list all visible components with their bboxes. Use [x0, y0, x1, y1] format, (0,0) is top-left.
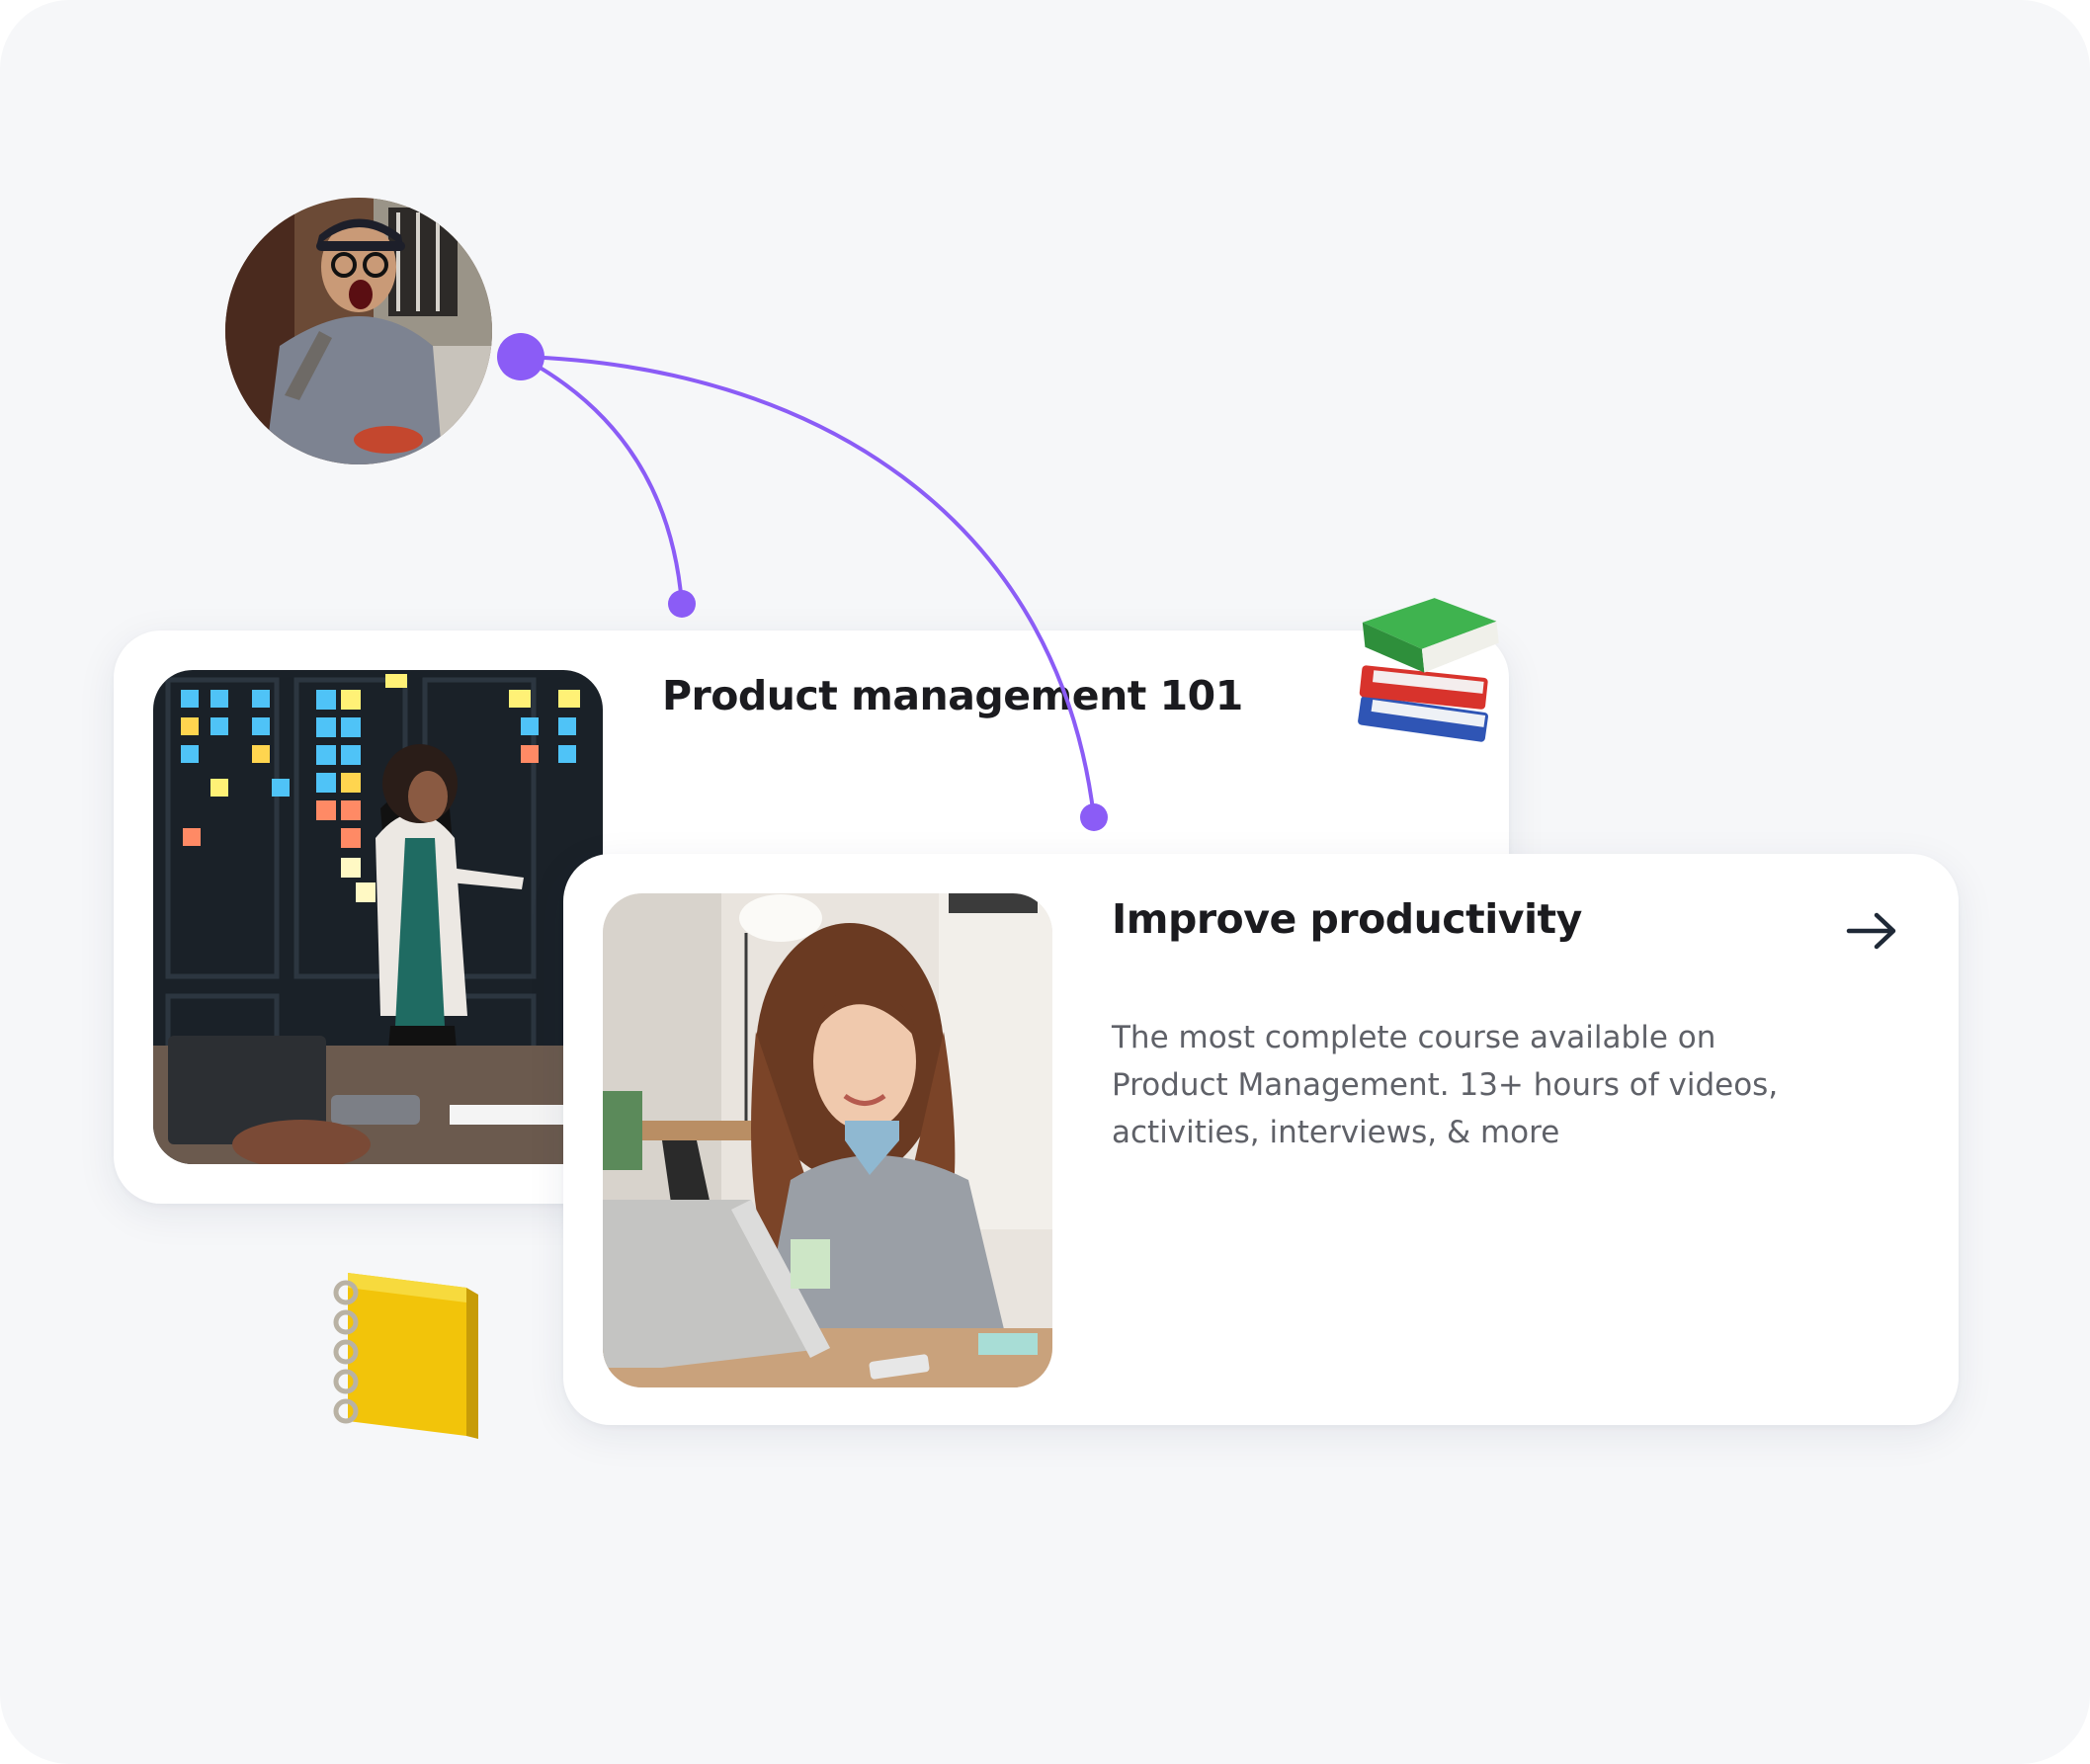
course-card-improve-productivity[interactable]: Improve productivity The most complete c…	[563, 854, 1959, 1425]
course-title: Improve productivity	[1112, 895, 1582, 943]
course-image-improve-productivity	[603, 893, 1052, 1387]
connector-end-dot	[668, 590, 696, 618]
course-image-product-management	[153, 670, 603, 1164]
course-description: The most complete course available on Pr…	[1112, 1020, 1779, 1150]
open-course-button[interactable]	[1842, 901, 1901, 961]
books-icon	[1349, 591, 1512, 759]
avatar[interactable]	[225, 198, 492, 464]
avatar-photo	[225, 198, 492, 464]
notebook-icon	[318, 1263, 481, 1441]
connector-origin-dot	[497, 333, 544, 380]
arrow-right-icon	[1846, 912, 1896, 950]
connector-to-product-management	[520, 355, 684, 605]
course-title: Product management 101	[662, 672, 1243, 719]
